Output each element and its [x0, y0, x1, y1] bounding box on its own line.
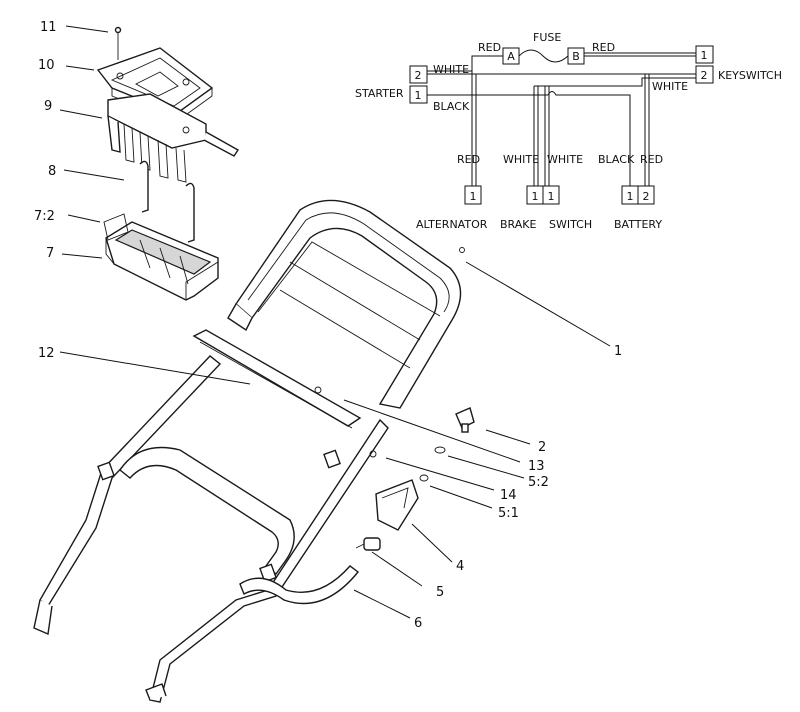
part-14-bolt — [369, 450, 377, 458]
callout-4: 4 — [456, 559, 464, 574]
key-pin1-box — [695, 45, 714, 64]
part-5-switch — [355, 537, 381, 551]
part-9-battery — [107, 93, 240, 183]
callout-5-2: 5:2 — [528, 475, 549, 490]
switch-label: SWITCH — [549, 218, 592, 231]
part-7-2-pad — [103, 213, 129, 241]
wire-black-mid: BLACK — [433, 100, 470, 113]
wire-white1-label: WHITE — [503, 153, 539, 166]
callout-12: 12 — [38, 346, 55, 361]
callout-5: 5 — [436, 585, 444, 600]
callout-11: 11 — [40, 20, 57, 35]
starter-label: STARTER — [355, 87, 404, 100]
callout-7-2: 7:2 — [34, 209, 55, 224]
wire-red-label: RED — [457, 153, 480, 166]
handle-assembly — [33, 199, 475, 703]
brake-label: BRAKE — [500, 218, 536, 231]
fuse-b: B — [572, 50, 580, 63]
keyswitch-label: KEYSWITCH — [718, 69, 782, 82]
callout-10: 10 — [38, 58, 55, 73]
fuse-element — [518, 49, 569, 63]
callout-8: 8 — [48, 164, 56, 179]
callout-9: 9 — [44, 99, 52, 114]
callout-6: 6 — [414, 616, 422, 631]
part-10-cover — [96, 47, 214, 123]
wire-white-right: WHITE — [652, 80, 688, 93]
switch-pin: 1 — [548, 190, 555, 203]
callout-14: 14 — [500, 488, 517, 503]
part-11-screw — [114, 26, 122, 60]
brake-pin: 1 — [532, 190, 539, 203]
part-6-grip — [239, 565, 360, 605]
part-4-bracket — [375, 479, 419, 531]
wire-white2-label: WHITE — [547, 153, 583, 166]
battery-pin2: 2 — [643, 190, 650, 203]
key-pin2: 2 — [701, 69, 708, 82]
wire-white-top: WHITE — [433, 63, 469, 76]
fuse-label: FUSE — [533, 31, 561, 44]
callout-7: 7 — [46, 246, 54, 261]
part-5-1-nut — [419, 474, 429, 482]
callout-1: 1 — [614, 344, 622, 359]
battery-label: BATTERY — [614, 218, 662, 231]
wire-red-right: RED — [592, 41, 615, 54]
alternator-label: ALTERNATOR — [416, 218, 488, 231]
callout-5-1: 5:1 — [498, 506, 519, 521]
wire-red2-label: RED — [640, 153, 663, 166]
callout-2: 2 — [538, 440, 546, 455]
callout-13: 13 — [528, 459, 545, 474]
starter-pin1: 1 — [415, 89, 422, 102]
wire-red-left: RED — [478, 41, 501, 54]
starter-pin2: 2 — [415, 69, 422, 82]
fuse-a: A — [507, 50, 515, 63]
wire-black-label: BLACK — [598, 153, 635, 166]
part-1-screw — [459, 247, 465, 253]
leader-lines — [59, 25, 611, 619]
alternator-pin: 1 — [470, 190, 477, 203]
part-13-bolt — [314, 386, 322, 394]
wiring-schematic: 2 1 STARTER 1 2 KEYSWITCH A B FUSE RED — [355, 31, 782, 231]
key-pin1: 1 — [701, 49, 708, 62]
part-2-knob — [455, 407, 475, 433]
part-5-2-washer — [434, 446, 446, 454]
battery-assembly — [96, 26, 240, 301]
battery-pin1: 1 — [627, 190, 634, 203]
callout-numbers: 11 10 9 8 7:2 7 12 1 2 13 5:2 14 5:1 4 5… — [34, 20, 622, 631]
part-7-tray — [105, 221, 219, 301]
part-8-hooks — [139, 160, 195, 243]
